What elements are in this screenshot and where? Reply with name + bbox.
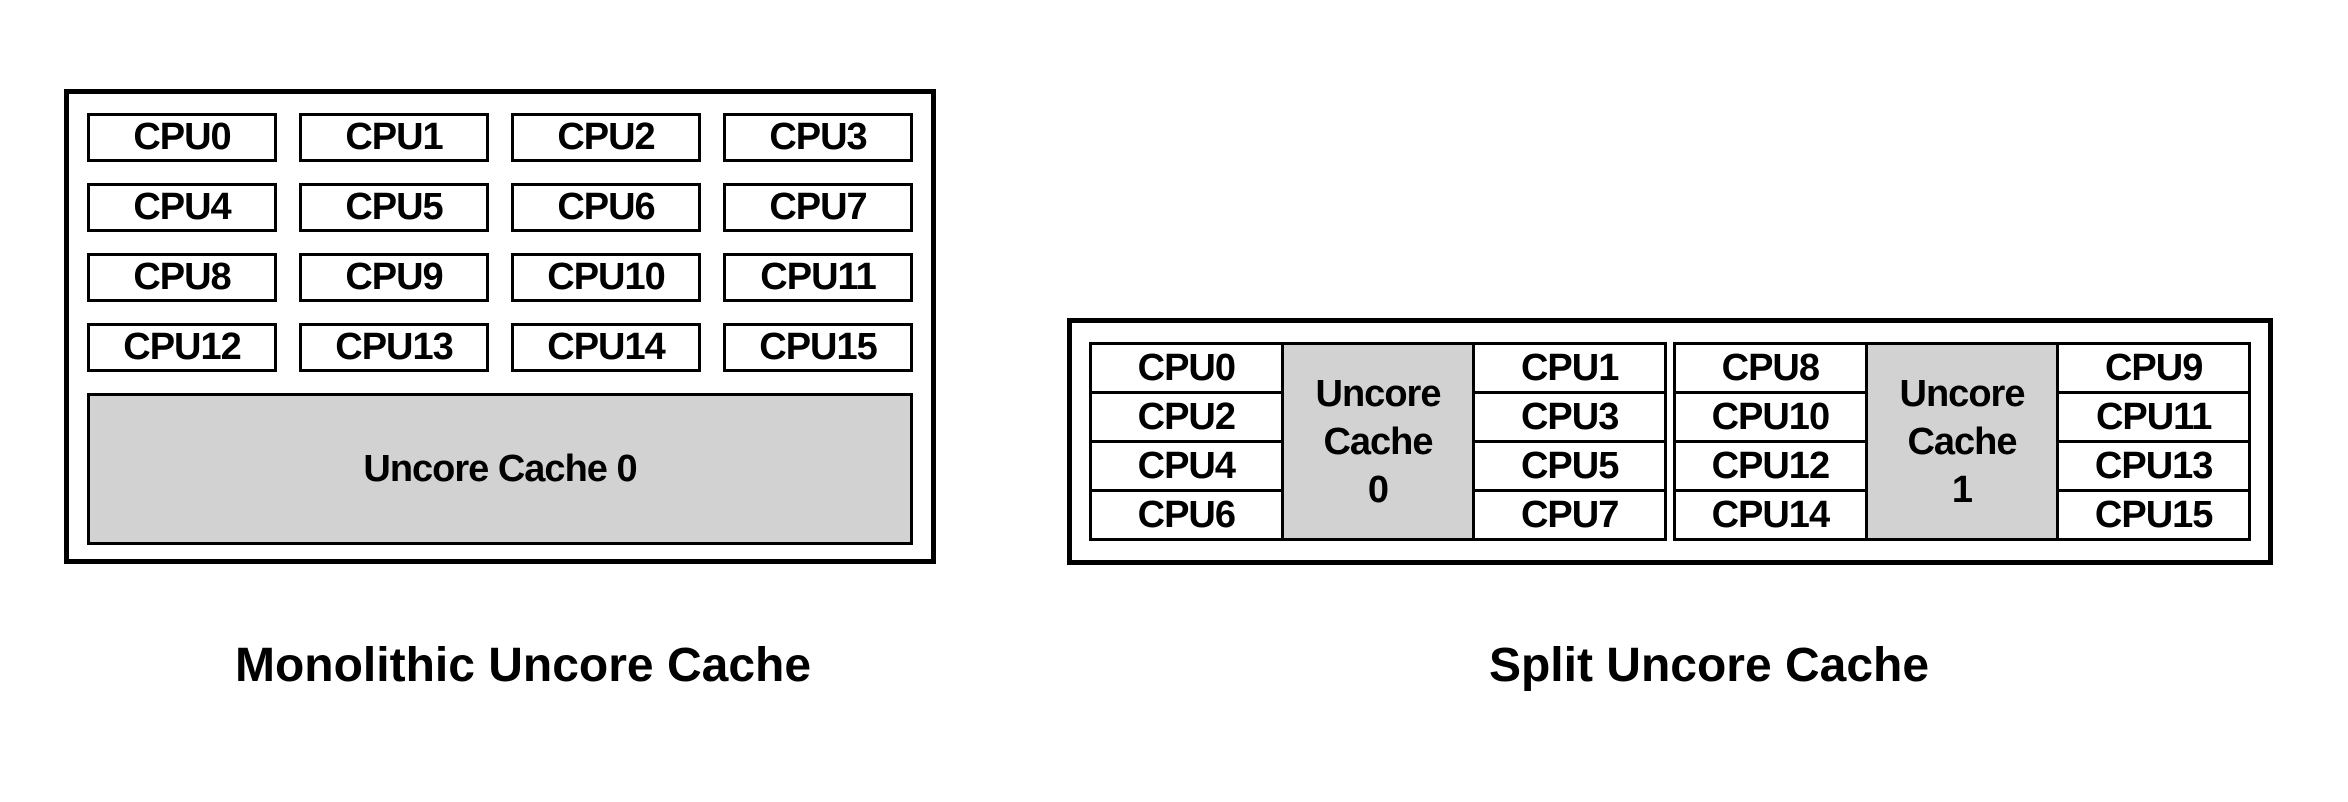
cpu-box: CPU4 xyxy=(87,183,277,232)
cpu-box: CPU3 xyxy=(723,113,913,162)
cpu-box: CPU14 xyxy=(511,323,701,372)
cpu-box: CPU6 xyxy=(511,183,701,232)
cpu-cell: CPU10 xyxy=(1676,394,1865,440)
cpu-cell: CPU6 xyxy=(1092,492,1281,538)
cluster-1: CPU8 CPU10 CPU12 CPU14 Uncore Cache 1 CP… xyxy=(1673,342,2251,541)
cpu-cell: CPU11 xyxy=(2059,394,2248,440)
cpu-cell: CPU12 xyxy=(1676,443,1865,489)
cpu-cell: CPU1 xyxy=(1475,345,1664,391)
cpu-cell: CPU0 xyxy=(1092,345,1281,391)
cpu-box: CPU11 xyxy=(723,253,913,302)
cache-line: Cache xyxy=(1907,420,2017,463)
cpu-box: CPU10 xyxy=(511,253,701,302)
cluster-0: CPU0 CPU2 CPU4 CPU6 Uncore Cache 0 CPU1 … xyxy=(1089,342,1667,541)
cpu-cell: CPU2 xyxy=(1092,394,1281,440)
cpu-cell: CPU4 xyxy=(1092,443,1281,489)
cpu-cell: CPU7 xyxy=(1475,492,1664,538)
caption-monolithic: Monolithic Uncore Cache xyxy=(234,639,812,692)
cpu-box: CPU12 xyxy=(87,323,277,372)
monolithic-diagram: CPU0 CPU1 CPU2 CPU3 CPU4 CPU5 CPU6 CPU7 … xyxy=(64,89,936,564)
cpu-box: CPU8 xyxy=(87,253,277,302)
cpu-box: CPU0 xyxy=(87,113,277,162)
cpu-box: CPU9 xyxy=(299,253,489,302)
cpu-box: CPU5 xyxy=(299,183,489,232)
uncore-cache-1-cell: Uncore Cache 1 xyxy=(1867,345,2057,538)
caption-split: Split Uncore Cache xyxy=(1488,639,1930,692)
cpu-box: CPU1 xyxy=(299,113,489,162)
cpu-cell: CPU5 xyxy=(1475,443,1664,489)
cpu-box: CPU2 xyxy=(511,113,701,162)
cpu-box: CPU7 xyxy=(723,183,913,232)
cache-line: Uncore xyxy=(1899,372,2026,415)
cpu-box: CPU15 xyxy=(723,323,913,372)
cache-line: Cache xyxy=(1323,420,1433,463)
cpu-grid: CPU0 CPU1 CPU2 CPU3 CPU4 CPU5 CPU6 CPU7 … xyxy=(87,113,913,372)
uncore-cache-0-box: Uncore Cache 0 xyxy=(87,393,913,545)
uncore-cache-0-cell: Uncore Cache 0 xyxy=(1283,345,1473,538)
cpu-cell: CPU3 xyxy=(1475,394,1664,440)
cpu-box: CPU13 xyxy=(299,323,489,372)
cpu-cell: CPU8 xyxy=(1676,345,1865,391)
cache-line: 0 xyxy=(1367,468,1389,511)
cache-line: 1 xyxy=(1951,468,1973,511)
cpu-cell: CPU13 xyxy=(2059,443,2248,489)
split-diagram: CPU0 CPU2 CPU4 CPU6 Uncore Cache 0 CPU1 … xyxy=(1067,318,2273,565)
cpu-cell: CPU14 xyxy=(1676,492,1865,538)
cpu-cell: CPU9 xyxy=(2059,345,2248,391)
cache-line: Uncore xyxy=(1315,372,1442,415)
cpu-cell: CPU15 xyxy=(2059,492,2248,538)
